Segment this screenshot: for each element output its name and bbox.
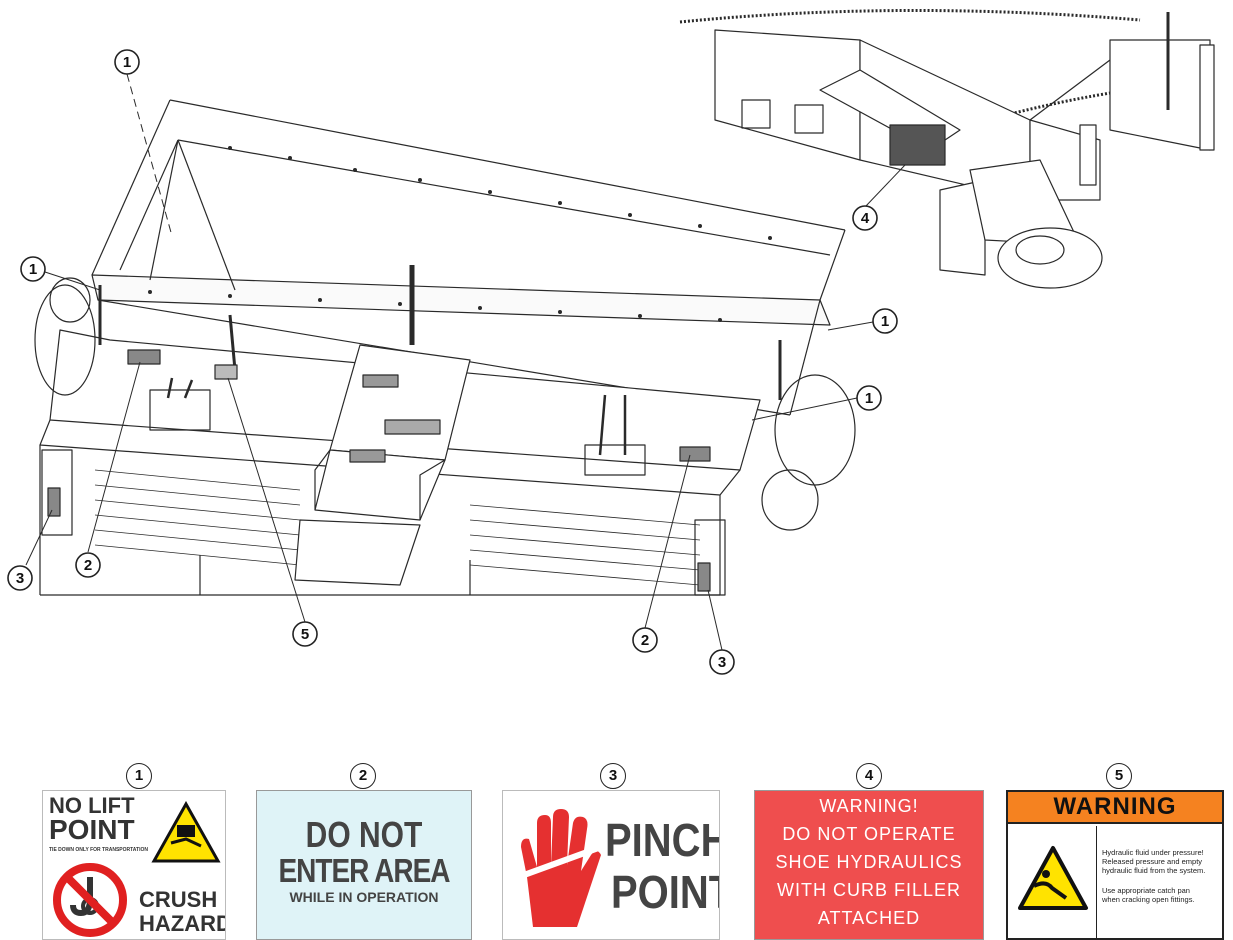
- callout-4: 4: [852, 205, 878, 231]
- callout-1-left: 1: [20, 256, 46, 282]
- callout-3-right: 3: [709, 649, 735, 675]
- callout-2-right: 2: [632, 627, 658, 653]
- decal5-header: WARNING: [1008, 792, 1222, 824]
- decal-pinch-point: PINCH POINT: [502, 790, 720, 940]
- decal2-line2: ENTER AREA: [278, 851, 451, 889]
- decal4-line4: WITH CURB FILLER: [776, 880, 961, 900]
- decal-warning-curb-filler: WARNING! DO NOT OPERATE SHOE HYDRAULICS …: [754, 790, 984, 940]
- decal5-text2: Released pressure and empty: [1102, 857, 1203, 866]
- callout-1-top: 1: [114, 49, 140, 75]
- decal1-crush: CRUSH: [139, 887, 218, 912]
- decal4-line3: SHOE HYDRAULICS: [775, 852, 963, 872]
- callout-text: 1: [881, 313, 889, 330]
- callout-text: 3: [16, 570, 24, 587]
- callout-1-right-a: 1: [872, 308, 898, 334]
- curb-filler-drawing: [679, 8, 1215, 289]
- decal4-line1: WARNING!: [819, 796, 919, 816]
- decal3-line2: POINT: [611, 867, 719, 919]
- decal4-line5: ATTACHED: [817, 908, 921, 928]
- decal1-hazard: HAZARD: [139, 911, 226, 936]
- decal3-line1: PINCH: [605, 815, 720, 867]
- callout-1-right-b: 1: [856, 385, 882, 411]
- callout-text: 1: [29, 261, 37, 278]
- callout-text: 5: [301, 626, 309, 643]
- decal-do-not-enter: DO NOT ENTER AREA WHILE IN OPERATION: [256, 790, 472, 940]
- decal-warning-hydraulic: WARNING Hydraulic fluid under pressure! …: [1006, 790, 1224, 940]
- decal1-small: TIE DOWN ONLY FOR TRANSPORTATION: [49, 847, 148, 853]
- main-machine-drawing: [34, 99, 856, 596]
- callout-5: 5: [292, 621, 318, 647]
- decal-no-lift-point: NO LIFT POINT TIE DOWN ONLY FOR TRANSPOR…: [42, 790, 226, 940]
- callout-text: 2: [84, 557, 92, 574]
- legend-number-1: 1: [126, 763, 152, 789]
- callout-text: 4: [861, 210, 870, 227]
- legend-number-3: 3: [600, 763, 626, 789]
- decal5-divider: [1096, 826, 1097, 938]
- decal1-line1: NO LIFT: [49, 793, 135, 818]
- no-lift-hook-icon: [53, 863, 127, 937]
- decal5-text5: when cracking open fittings.: [1102, 895, 1195, 904]
- callout-text: 1: [123, 54, 131, 71]
- decal4-line2: DO NOT OPERATE: [782, 824, 956, 844]
- legend-number-4: 4: [856, 763, 882, 789]
- decal5-text4: Use appropriate catch pan: [1102, 886, 1190, 895]
- callout-text: 1: [865, 390, 873, 407]
- callouts: 1 1 1 1 2 2 3 3 4 5: [7, 49, 898, 675]
- decal2-line3: WHILE IN OPERATION: [289, 889, 439, 905]
- legend-number-2: 2: [350, 763, 376, 789]
- leader-lines: [25, 73, 906, 651]
- hydraulic-hazard-icon: [1018, 846, 1088, 910]
- decal2-line1: DO NOT: [305, 815, 423, 856]
- decal5-text1: Hydraulic fluid under pressure!: [1102, 848, 1204, 857]
- decal1-line2: POINT: [49, 814, 135, 845]
- callout-3-left: 3: [7, 565, 33, 591]
- hazard-triangle-icon: [151, 801, 221, 863]
- callout-text: 2: [641, 632, 649, 649]
- legend-number-5: 5: [1106, 763, 1132, 789]
- callout-text: 3: [718, 654, 726, 671]
- decal5-text3: hydraulic fluid from the system.: [1102, 866, 1206, 875]
- hand-icon: [513, 809, 601, 927]
- callout-2-left: 2: [75, 552, 101, 578]
